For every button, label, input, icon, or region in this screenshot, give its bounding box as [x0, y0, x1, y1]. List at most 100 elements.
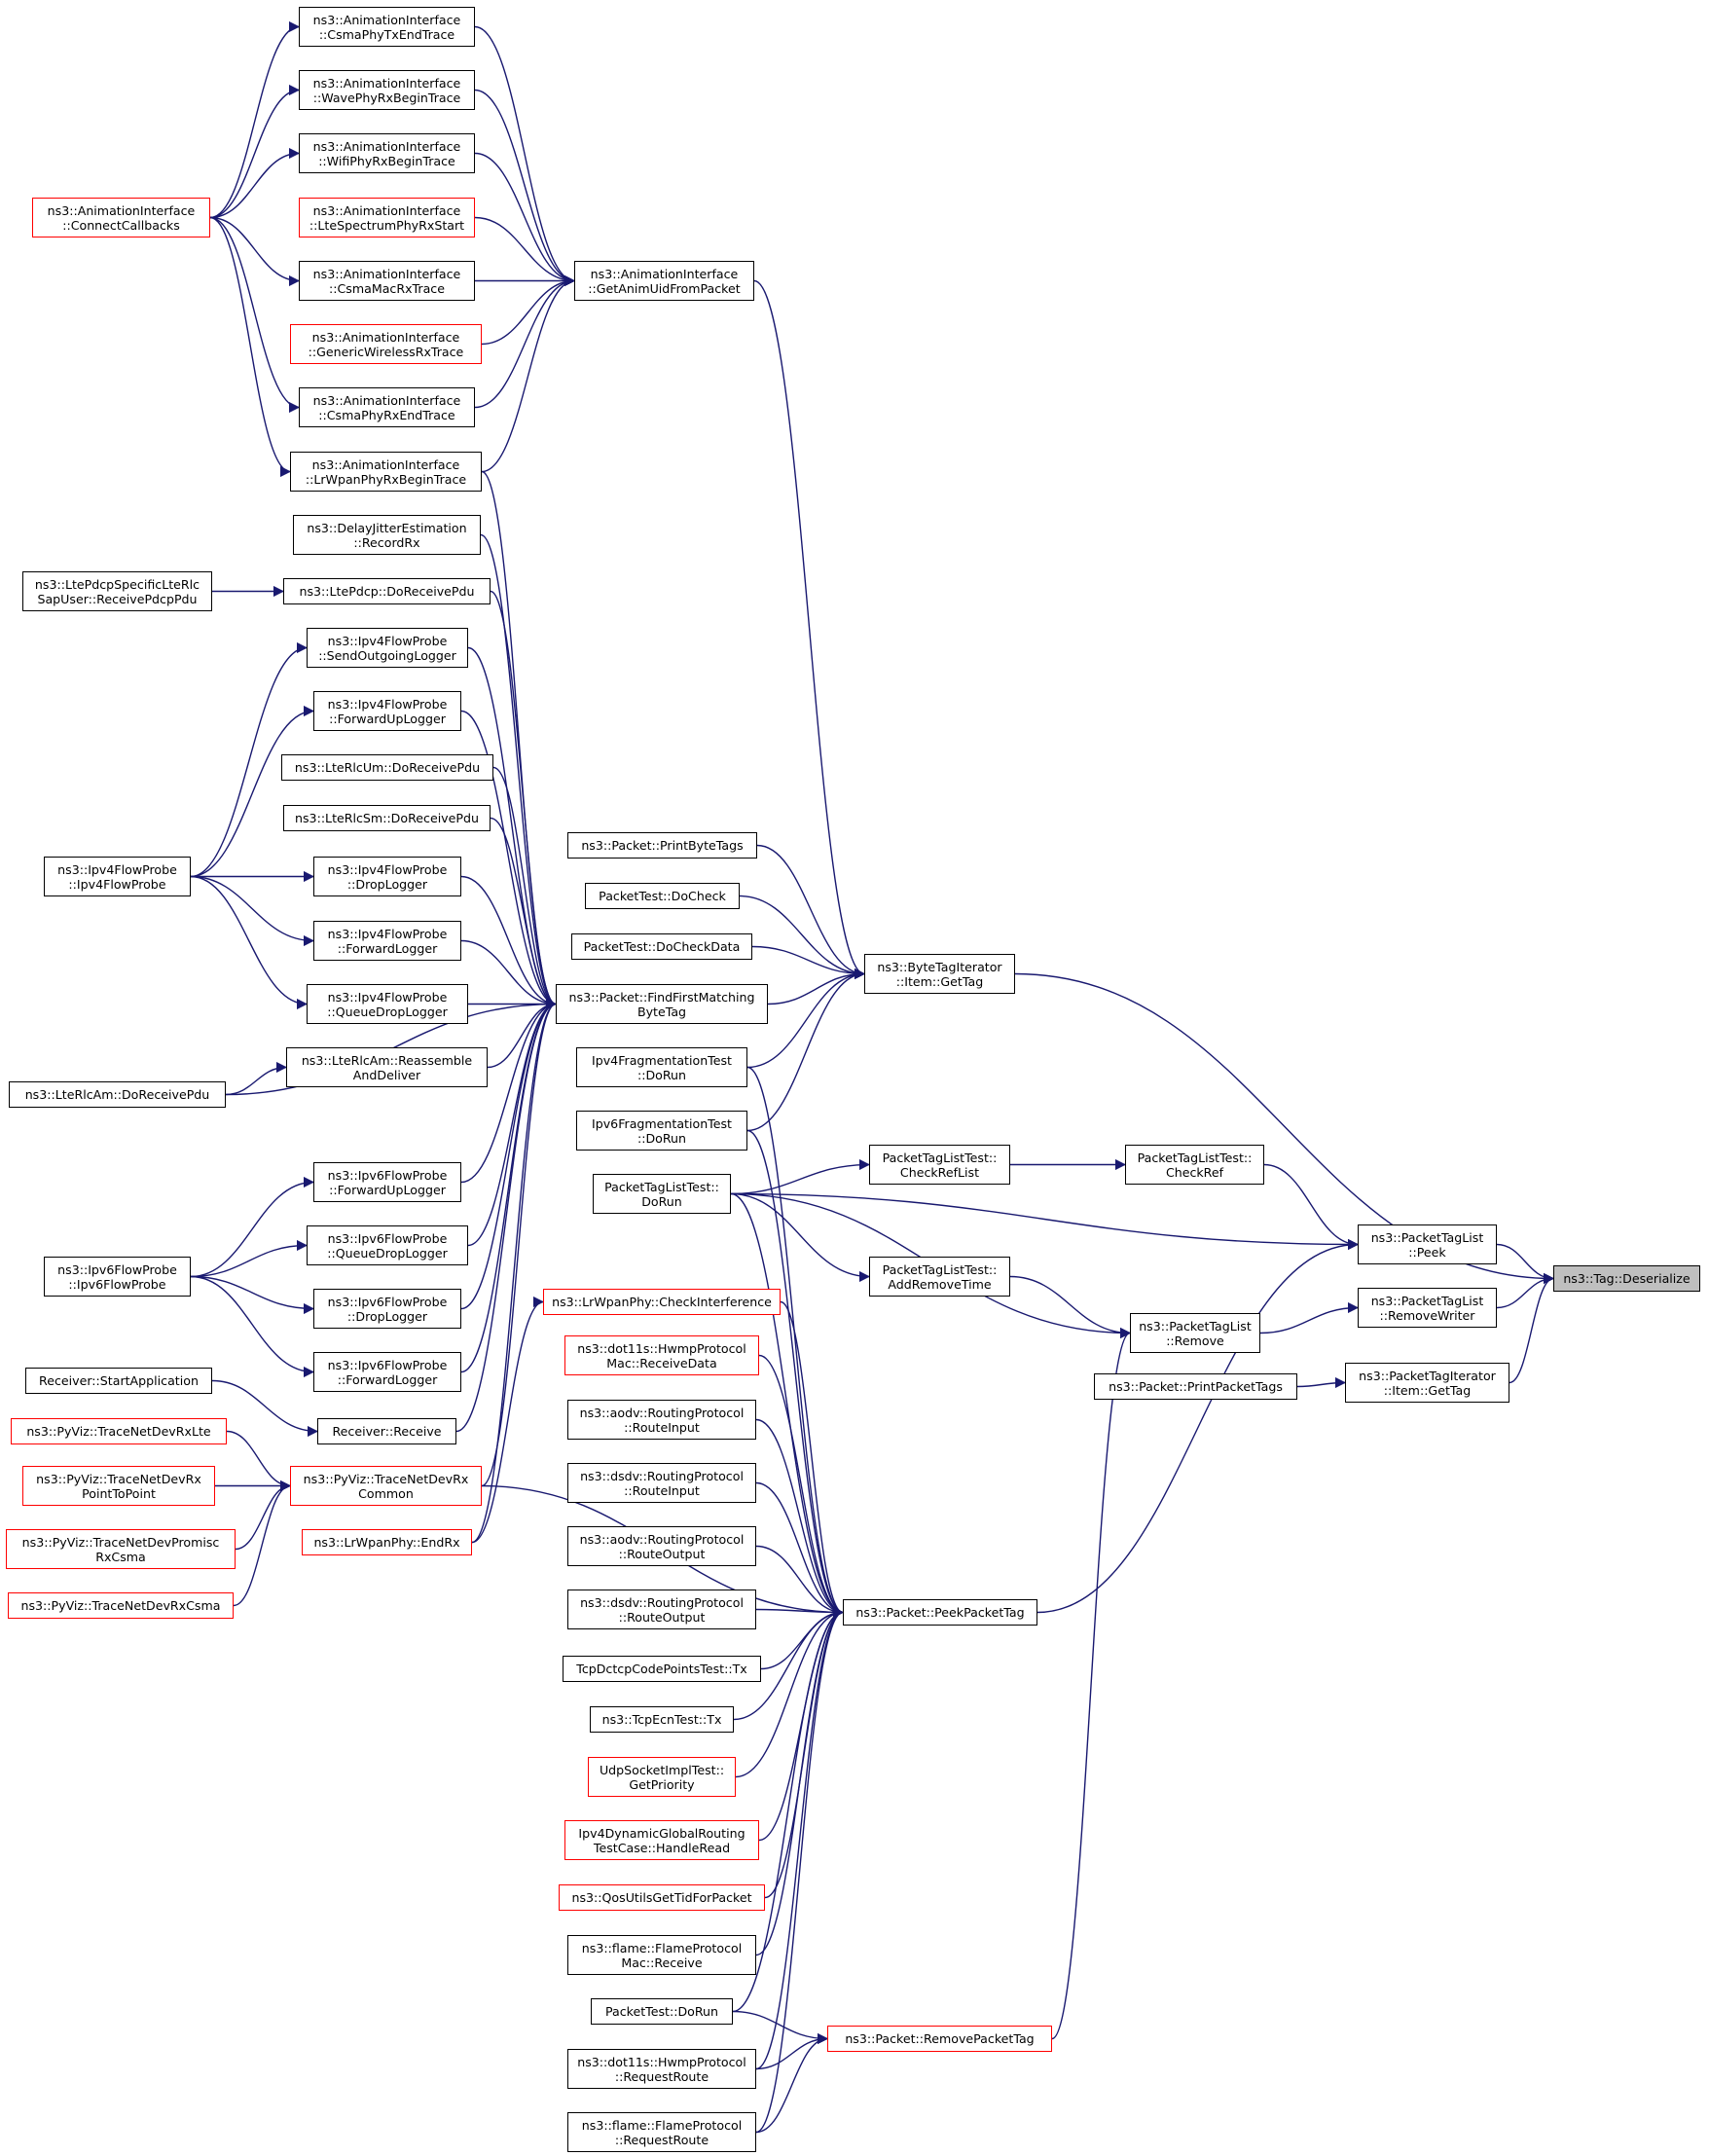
graph-node-label: ns3::flame::FlameProtocol ::RequestRoute [581, 2117, 743, 2147]
graph-node-label: ns3::AnimationInterface ::LteSpectrumPhy… [309, 202, 465, 233]
graph-node-n5[interactable]: ns3::AnimationInterface ::CsmaMacRxTrace [299, 261, 475, 301]
graph-node-n51[interactable]: ns3::TcpEcnTest::Tx [590, 1706, 734, 1733]
graph-node-n3[interactable]: ns3::AnimationInterface ::WifiPhyRxBegin… [299, 133, 475, 173]
graph-node-n70[interactable]: ns3::Tag::Deserialize [1553, 1265, 1700, 1292]
graph-node-n56[interactable]: PacketTest::DoRun [591, 1998, 733, 2025]
graph-node-label: ns3::PacketTagIterator ::Item::GetTag [1359, 1368, 1496, 1398]
graph-node-n16[interactable]: ns3::LteRlcUm::DoReceivePdu [281, 754, 493, 781]
graph-node-n13[interactable]: ns3::LtePdcp::DoReceivePdu [283, 578, 491, 604]
graph-edge-n43-n62 [730, 1192, 871, 1283]
graph-edge-n38-n59 [739, 895, 866, 980]
graph-node-label: ns3::PyViz::TraceNetDevRxCsma [20, 1598, 221, 1613]
graph-node-label: ns3::PyViz::TraceNetDevRxLte [26, 1424, 211, 1439]
graph-node-n39[interactable]: PacketTest::DoCheckData [571, 933, 752, 960]
graph-node-n47[interactable]: ns3::dsdv::RoutingProtocol ::RouteInput [567, 1463, 756, 1503]
graph-node-label: ns3::ByteTagIterator ::Item::GetTag [877, 959, 1002, 989]
graph-edge-n6-n10 [481, 274, 576, 346]
graph-node-n61[interactable]: PacketTagListTest:: CheckRef [1125, 1145, 1264, 1185]
graph-node-n54[interactable]: ns3::QosUtilsGetTidForPacket [559, 1884, 765, 1911]
graph-node-label: ns3::Ipv4FlowProbe ::Ipv4FlowProbe [57, 861, 177, 892]
graph-node-n64[interactable]: ns3::Packet::RemovePacketTag [827, 2026, 1052, 2052]
graph-node-label: ns3::LtePdcp::DoReceivePdu [299, 584, 475, 599]
graph-node-n37[interactable]: ns3::Packet::PrintByteTags [567, 832, 757, 859]
graph-node-label: ns3::aodv::RoutingProtocol ::RouteInput [579, 1405, 745, 1435]
graph-node-n29[interactable]: Receiver::StartApplication [25, 1368, 212, 1394]
graph-node-n18[interactable]: ns3::Ipv4FlowProbe ::Ipv4FlowProbe [44, 857, 191, 896]
graph-node-n19[interactable]: ns3::Ipv4FlowProbe ::DropLogger [313, 857, 461, 896]
graph-edge-n51-n63 [733, 1606, 845, 1721]
graph-node-n21[interactable]: ns3::Ipv4FlowProbe ::QueueDropLogger [307, 984, 468, 1024]
graph-node-n42[interactable]: Ipv6FragmentationTest ::DoRun [576, 1111, 747, 1151]
graph-node-n46[interactable]: ns3::aodv::RoutingProtocol ::RouteInput [567, 1400, 756, 1440]
graph-edge-n40-n59 [767, 968, 866, 1005]
graph-node-n34[interactable]: ns3::PyViz::TraceNetDevPromisc RxCsma [6, 1529, 236, 1569]
graph-node-n8[interactable]: ns3::AnimationInterface ::LrWpanPhyRxBeg… [290, 452, 482, 492]
graph-node-n59[interactable]: ns3::ByteTagIterator ::Item::GetTag [864, 954, 1015, 994]
graph-node-n41[interactable]: Ipv4FragmentationTest ::DoRun [576, 1047, 747, 1087]
graph-node-label: ns3::LteRlcUm::DoReceivePdu [294, 760, 481, 775]
graph-node-n45[interactable]: ns3::dot11s::HwmpProtocol Mac::ReceiveDa… [564, 1335, 759, 1375]
graph-node-n57[interactable]: ns3::dot11s::HwmpProtocol ::RequestRoute [567, 2049, 756, 2089]
graph-node-n43[interactable]: PacketTagListTest:: DoRun [593, 1174, 731, 1214]
graph-node-n26[interactable]: ns3::Ipv6FlowProbe ::Ipv6FlowProbe [44, 1257, 191, 1297]
graph-node-n22[interactable]: ns3::LteRlcAm::Reassemble AndDeliver [286, 1047, 488, 1087]
graph-node-n49[interactable]: ns3::dsdv::RoutingProtocol ::RouteOutput [567, 1590, 756, 1629]
graph-node-n14[interactable]: ns3::Ipv4FlowProbe ::SendOutgoingLogger [307, 628, 468, 668]
graph-node-n36[interactable]: ns3::LrWpanPhy::EndRx [302, 1529, 472, 1555]
graph-node-n1[interactable]: ns3::AnimationInterface ::CsmaPhyTxEndTr… [299, 7, 475, 47]
graph-node-n55[interactable]: ns3::flame::FlameProtocol Mac::Receive [567, 1935, 756, 1975]
graph-node-label: ns3::PacketTagList ::Peek [1370, 1229, 1484, 1260]
graph-node-n12[interactable]: ns3::LtePdcpSpecificLteRlc SapUser::Rece… [22, 571, 212, 611]
graph-node-n24[interactable]: ns3::Ipv6FlowProbe ::ForwardUpLogger [313, 1162, 461, 1202]
graph-node-n9[interactable]: ns3::AnimationInterface ::ConnectCallbac… [32, 198, 210, 238]
graph-node-label: ns3::Packet::RemovePacketTag [845, 2031, 1035, 2046]
graph-node-n60[interactable]: PacketTagListTest:: CheckRefList [869, 1145, 1010, 1185]
graph-node-n17[interactable]: ns3::LteRlcSm::DoReceivePdu [283, 805, 491, 831]
graph-node-n10[interactable]: ns3::AnimationInterface ::GetAnimUidFrom… [574, 261, 754, 301]
graph-node-n68[interactable]: ns3::Packet::PrintPacketTags [1094, 1373, 1297, 1400]
graph-node-n66[interactable]: ns3::PacketTagList ::Remove [1130, 1313, 1260, 1353]
graph-node-n44[interactable]: ns3::LrWpanPhy::CheckInterference [543, 1289, 781, 1315]
graph-node-n69[interactable]: ns3::PacketTagIterator ::Item::GetTag [1345, 1363, 1509, 1403]
graph-node-n38[interactable]: PacketTest::DoCheck [585, 883, 740, 909]
graph-edge-n35-n33 [233, 1480, 292, 1607]
graph-node-n2[interactable]: ns3::AnimationInterface ::WavePhyRxBegin… [299, 70, 475, 110]
graph-node-n7[interactable]: ns3::AnimationInterface ::CsmaPhyRxEndTr… [299, 387, 475, 427]
graph-node-n35[interactable]: ns3::PyViz::TraceNetDevRxCsma [8, 1592, 234, 1619]
graph-node-n62[interactable]: PacketTagListTest:: AddRemoveTime [869, 1257, 1010, 1297]
graph-node-n28[interactable]: ns3::Ipv6FlowProbe ::ForwardLogger [313, 1352, 461, 1392]
graph-node-n27[interactable]: ns3::Ipv6FlowProbe ::DropLogger [313, 1289, 461, 1329]
graph-node-n52[interactable]: UdpSocketImplTest:: GetPriority [588, 1757, 736, 1797]
graph-node-label: UdpSocketImplTest:: GetPriority [599, 1762, 725, 1792]
graph-node-n15[interactable]: ns3::Ipv4FlowProbe ::ForwardUpLogger [313, 691, 461, 731]
graph-node-n33[interactable]: ns3::PyViz::TraceNetDevRx Common [290, 1466, 482, 1506]
graph-node-n32[interactable]: ns3::PyViz::TraceNetDevRx PointToPoint [22, 1466, 215, 1506]
graph-node-n48[interactable]: ns3::aodv::RoutingProtocol ::RouteOutput [567, 1526, 756, 1566]
graph-node-n30[interactable]: Receiver::Receive [317, 1418, 456, 1444]
graph-node-n23[interactable]: ns3::LteRlcAm::DoReceivePdu [9, 1081, 226, 1108]
graph-edge-n27-n40 [460, 998, 558, 1310]
graph-node-n6[interactable]: ns3::AnimationInterface ::GenericWireles… [290, 324, 482, 364]
graph-node-label: PacketTagListTest:: CheckRefList [882, 1150, 998, 1180]
graph-edge-n62-n66 [1009, 1275, 1132, 1339]
graph-node-label: ns3::Ipv6FlowProbe ::ForwardUpLogger [327, 1167, 448, 1197]
graph-edge-n19-n40 [460, 875, 558, 1010]
graph-node-n63[interactable]: ns3::Packet::PeekPacketTag [843, 1599, 1037, 1626]
graph-node-label: ns3::LteRlcSm::DoReceivePdu [295, 811, 479, 825]
graph-node-label: ns3::Packet::PrintPacketTags [1109, 1379, 1283, 1394]
graph-node-n20[interactable]: ns3::Ipv4FlowProbe ::ForwardLogger [313, 921, 461, 961]
graph-node-label: ns3::Ipv4FlowProbe ::ForwardLogger [327, 926, 448, 956]
graph-node-n40[interactable]: ns3::Packet::FindFirstMatching ByteTag [556, 984, 768, 1024]
graph-node-n31[interactable]: ns3::PyViz::TraceNetDevRxLte [11, 1418, 227, 1444]
graph-node-n11[interactable]: ns3::DelayJitterEstimation ::RecordRx [293, 515, 481, 555]
graph-node-n4[interactable]: ns3::AnimationInterface ::LteSpectrumPhy… [299, 198, 475, 238]
graph-node-n58[interactable]: ns3::flame::FlameProtocol ::RequestRoute [567, 2112, 756, 2152]
graph-node-n50[interactable]: TcpDctcpCodePointsTest::Tx [563, 1656, 761, 1682]
graph-node-n67[interactable]: ns3::PacketTagList ::RemoveWriter [1358, 1288, 1497, 1328]
graph-edge-n16-n40 [492, 766, 558, 1010]
graph-node-n25[interactable]: ns3::Ipv6FlowProbe ::QueueDropLogger [307, 1225, 468, 1265]
graph-node-n53[interactable]: Ipv4DynamicGlobalRouting TestCase::Handl… [564, 1820, 759, 1860]
graph-edge-n9-n5 [209, 216, 301, 287]
graph-node-n65[interactable]: ns3::PacketTagList ::Peek [1358, 1224, 1497, 1264]
graph-node-label: PacketTest::DoCheckData [583, 939, 741, 954]
